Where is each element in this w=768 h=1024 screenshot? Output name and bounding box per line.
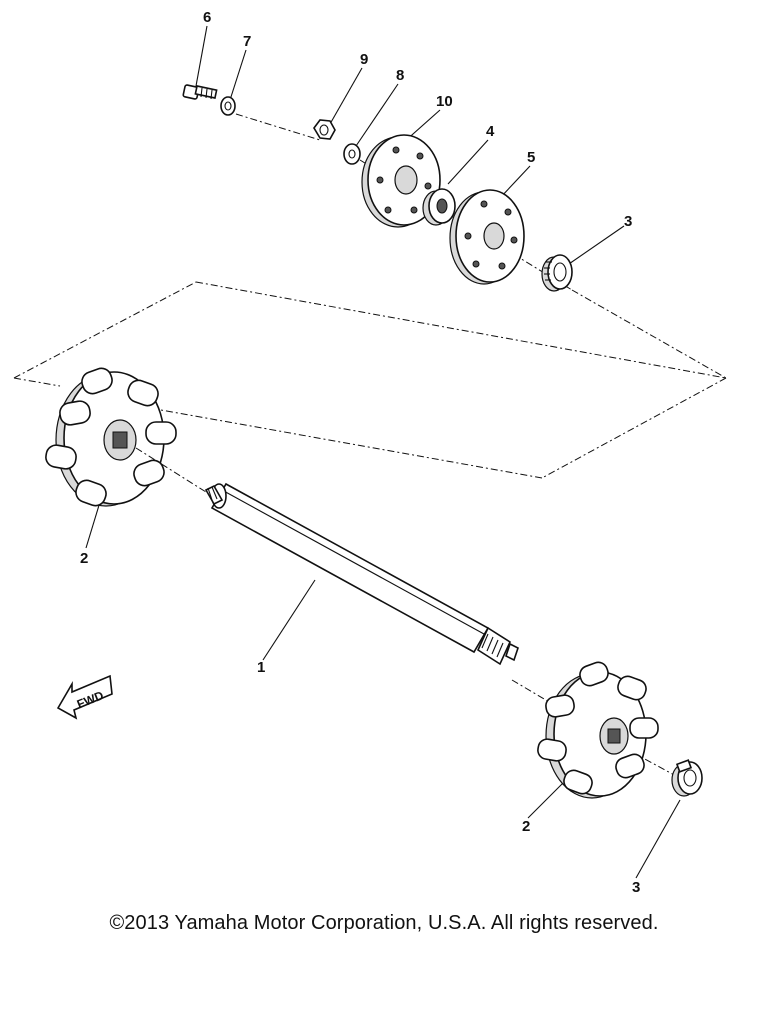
copyright-notice: ©2013 Yamaha Motor Corporation, U.S.A. A… [109, 912, 659, 934]
part-1-drive-shaft [204, 482, 519, 666]
callout-6: 6 [203, 9, 211, 26]
part-3-clamp-upper [541, 254, 573, 292]
callout-3-lower: 3 [632, 879, 640, 896]
part-7-washer [220, 96, 236, 116]
part-2-sprocket-right [537, 661, 659, 799]
leader-lines [85, 25, 681, 879]
exploded-parts-diagram: 6 7 9 8 10 4 5 3 2 1 2 3 [13, 9, 727, 896]
callout-9: 9 [360, 51, 368, 68]
callout-4: 4 [486, 123, 495, 140]
part-3-clamp-lower [671, 759, 703, 797]
part-9-nut [313, 119, 336, 140]
callout-2-right: 2 [522, 818, 530, 835]
part-5-flange-plate [449, 189, 525, 285]
callout-8: 8 [396, 67, 404, 84]
part-2-sprocket-left [45, 367, 177, 507]
part-8-washer [343, 143, 361, 165]
callout-3-upper: 3 [624, 213, 632, 230]
callout-1: 1 [257, 659, 265, 676]
callout-7: 7 [243, 33, 251, 50]
part-6-bolt [182, 84, 218, 100]
callout-10: 10 [436, 93, 453, 110]
callout-5: 5 [527, 149, 535, 166]
part-10-flange [361, 134, 441, 228]
assembly-reference-outline [13, 281, 727, 479]
callout-2-left: 2 [80, 550, 88, 567]
fwd-arrow-icon: FWD [56, 674, 113, 720]
part-4-bearing [422, 188, 456, 226]
